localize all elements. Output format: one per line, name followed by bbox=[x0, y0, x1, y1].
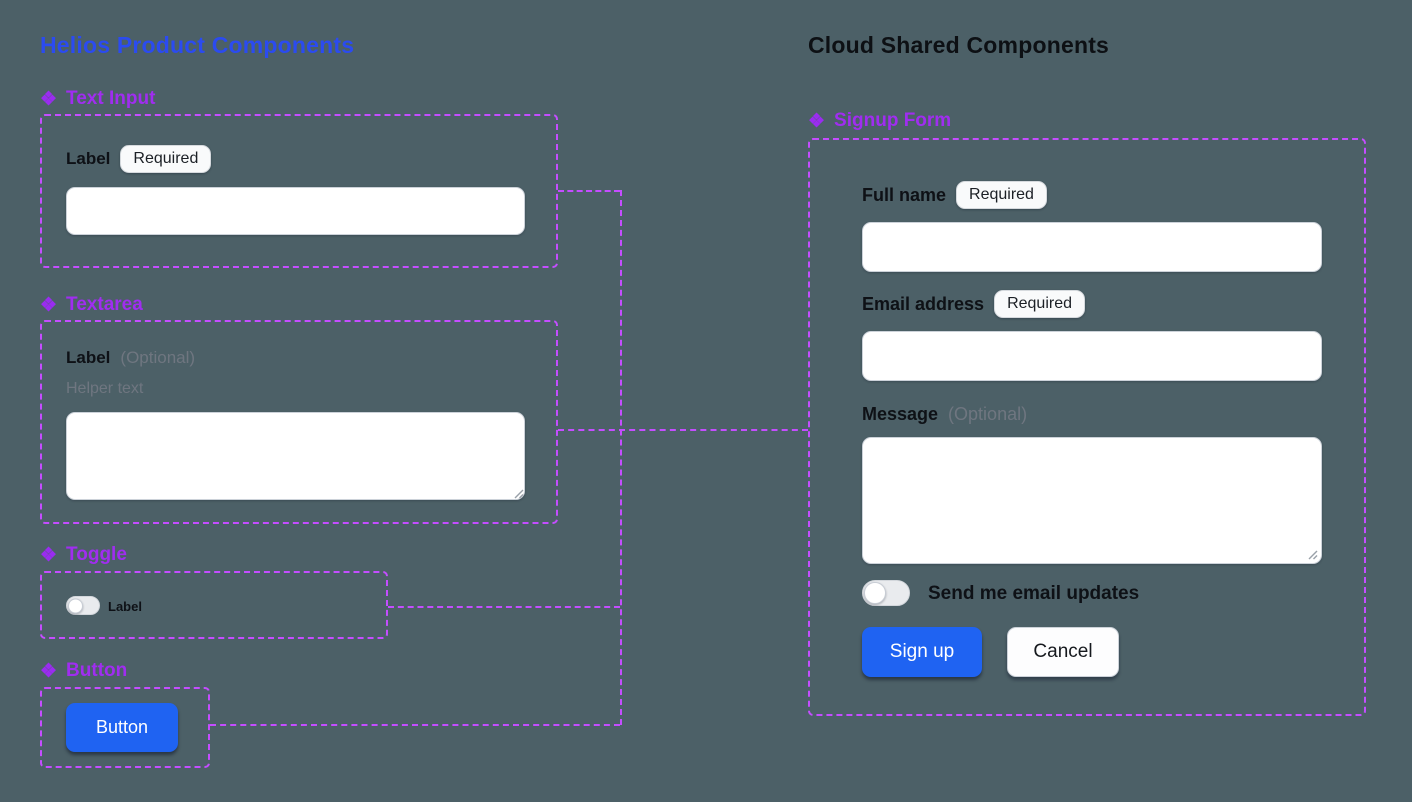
text-input-label-row: Label Required bbox=[66, 145, 212, 173]
resize-handle-icon[interactable] bbox=[1306, 548, 1319, 561]
email-updates-label: Send me email updates bbox=[928, 583, 1140, 604]
component-diamond-icon: ❖ bbox=[40, 544, 58, 566]
email-label: Email address bbox=[862, 293, 985, 314]
cancel-button[interactable]: Cancel bbox=[1007, 627, 1119, 677]
toggle-knob bbox=[68, 598, 83, 613]
full-name-label: Full name bbox=[862, 184, 947, 205]
connector-textarea-to-form bbox=[558, 429, 808, 431]
right-panel-title: Cloud Shared Components bbox=[808, 32, 1110, 58]
resize-handle-icon[interactable] bbox=[512, 487, 525, 500]
optional-hint: (Optional) bbox=[948, 403, 1028, 424]
connector-trunk bbox=[620, 190, 622, 725]
frame-signup-form bbox=[808, 138, 1366, 716]
textarea-field[interactable] bbox=[66, 412, 525, 500]
component-header-toggle: ❖ Toggle bbox=[40, 544, 127, 566]
required-badge: Required bbox=[994, 290, 1085, 318]
component-diamond-icon: ❖ bbox=[40, 660, 58, 682]
left-panel-title: Helios Product Components bbox=[40, 32, 355, 58]
message-label: Message bbox=[862, 403, 939, 424]
component-diamond-icon: ❖ bbox=[808, 110, 826, 132]
component-header-textarea: ❖ Textarea bbox=[40, 294, 143, 316]
required-badge: Required bbox=[120, 145, 212, 173]
email-input[interactable] bbox=[862, 331, 1322, 381]
optional-hint: (Optional) bbox=[120, 348, 196, 367]
email-label-row: Email address Required bbox=[862, 290, 1085, 318]
frame-textarea bbox=[40, 320, 558, 524]
component-header-signup-form: ❖ Signup Form bbox=[808, 110, 951, 132]
connector-toggle bbox=[388, 606, 620, 608]
component-diamond-icon: ❖ bbox=[40, 88, 58, 110]
toggle-switch[interactable] bbox=[66, 596, 100, 615]
component-header-label: Textarea bbox=[66, 294, 143, 315]
text-input-field[interactable] bbox=[66, 187, 525, 235]
component-header-label: Button bbox=[66, 660, 128, 681]
required-badge: Required bbox=[956, 181, 1047, 209]
sample-button[interactable]: Button bbox=[66, 703, 178, 752]
message-label-row: Message (Optional) bbox=[862, 400, 1027, 428]
component-header-text-input: ❖ Text Input bbox=[40, 88, 155, 110]
full-name-input[interactable] bbox=[862, 222, 1322, 272]
connector-button bbox=[210, 724, 620, 726]
component-header-label: Toggle bbox=[66, 544, 127, 565]
component-diamond-icon: ❖ bbox=[40, 294, 58, 316]
text-input-label: Label bbox=[66, 149, 111, 168]
frame-button bbox=[40, 687, 210, 768]
frame-toggle bbox=[40, 571, 388, 639]
toggle-knob bbox=[864, 582, 886, 604]
email-updates-toggle[interactable] bbox=[862, 580, 910, 606]
component-header-label: Signup Form bbox=[834, 110, 952, 131]
message-textarea[interactable] bbox=[862, 437, 1322, 564]
sign-up-button[interactable]: Sign up bbox=[862, 627, 982, 677]
textarea-label: Label bbox=[66, 348, 111, 367]
full-name-label-row: Full name Required bbox=[862, 181, 1047, 209]
connector-text-input bbox=[558, 190, 620, 192]
toggle-label: Label bbox=[108, 599, 142, 614]
component-header-button: ❖ Button bbox=[40, 660, 127, 682]
helper-text: Helper text bbox=[66, 380, 144, 397]
frame-text-input bbox=[40, 114, 558, 268]
component-header-label: Text Input bbox=[66, 88, 156, 109]
textarea-label-row: Label (Optional) bbox=[66, 344, 195, 372]
